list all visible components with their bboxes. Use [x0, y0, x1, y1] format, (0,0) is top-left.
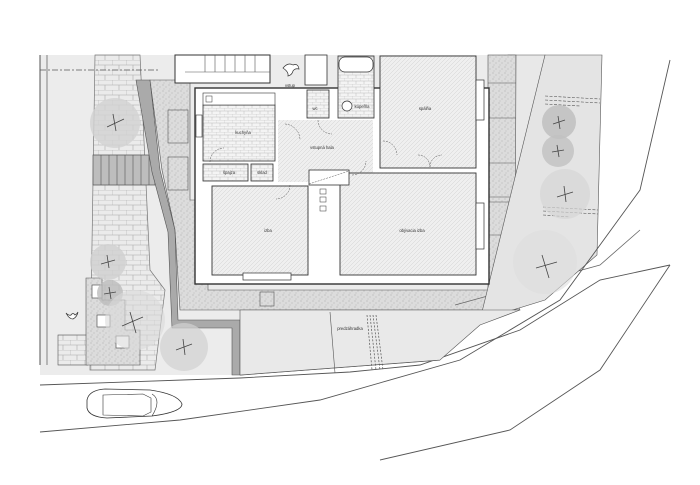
tree-icon — [540, 169, 590, 219]
trees — [90, 98, 590, 371]
label-pantry: špajza — [223, 170, 236, 175]
tree-icon — [542, 105, 576, 139]
tree-icon — [105, 290, 165, 350]
label-living-room: obývacia izba — [399, 228, 425, 233]
garden-stairs — [57, 154, 156, 366]
tree-icon — [160, 323, 208, 371]
label-bathroom: kúpeľňa — [355, 104, 371, 109]
tree-icon — [90, 98, 140, 148]
person-icon — [65, 63, 300, 320]
label-wc: wc — [312, 106, 317, 111]
tree-icon — [90, 244, 126, 280]
label-bedroom: spálňa — [419, 106, 432, 111]
car-icon — [86, 388, 183, 419]
label-front-yard: predzáhradka — [337, 326, 363, 331]
house: kuchyňa vstupná hala wc kúpeľňa spálňa š… — [174, 54, 490, 285]
front-yard: predzáhradka — [239, 309, 521, 376]
label-entry-hall: vstupná hala — [310, 145, 334, 150]
label-room: izba — [264, 228, 272, 233]
label-entrance: vstup — [285, 83, 296, 88]
label-kitchen: kuchyňa — [235, 130, 251, 135]
tree-icon — [513, 230, 577, 294]
label-storage: sklad — [257, 170, 267, 175]
tree-icon — [542, 135, 574, 167]
